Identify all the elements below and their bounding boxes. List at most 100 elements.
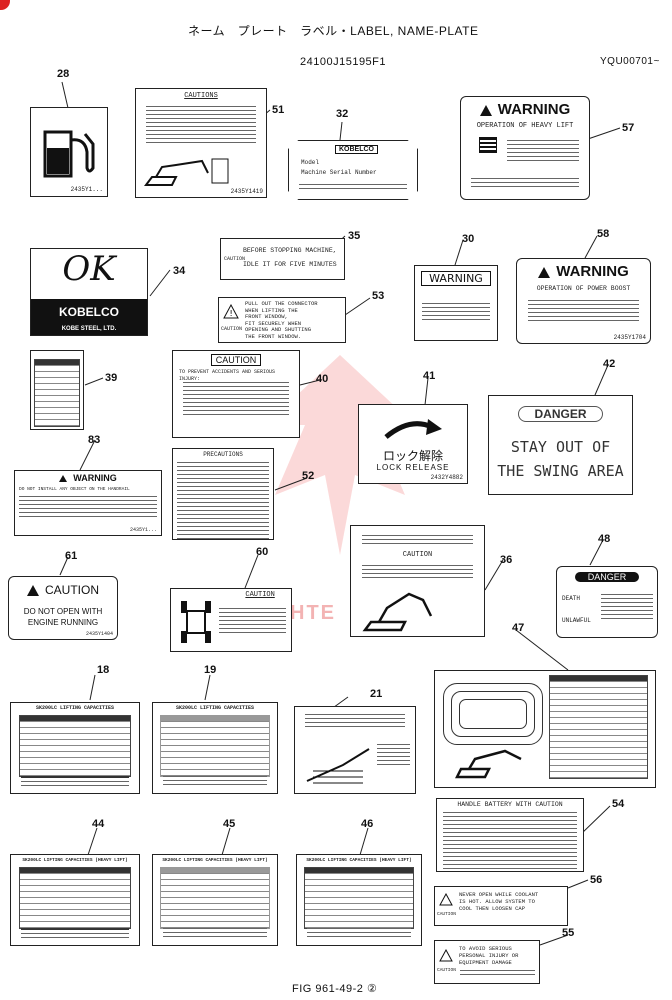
label-58-sub: OPERATION OF POWER BOOST bbox=[536, 285, 631, 292]
corner-tab bbox=[0, 0, 10, 10]
watermark-text: HTE bbox=[290, 602, 336, 624]
label-42-number: 42 bbox=[603, 358, 616, 370]
label-41-jp: ロック解除 bbox=[382, 449, 443, 463]
label-19-title: SK200LC LIFTING CAPACITIES bbox=[175, 705, 254, 711]
label-48-number: 48 bbox=[598, 533, 611, 545]
label-56-line3: COOL THEN LOOSEN CAP bbox=[459, 905, 526, 912]
label-54-number: 54 bbox=[612, 798, 625, 810]
label-46-number: 46 bbox=[361, 818, 374, 830]
label-34-brand: KOBELCO bbox=[59, 305, 119, 319]
label-53-line1: PULL OUT THE CONNECTOR bbox=[245, 300, 318, 307]
page-title: ネーム プレート ラベル・LABEL, NAME-PLATE bbox=[188, 24, 479, 38]
label-45-lifting-capacities: SK200LC LIFTING CAPACITIES (HEAVY LIFT) bbox=[152, 854, 278, 946]
label-18-title: SK200LC LIFTING CAPACITIES bbox=[35, 705, 114, 711]
label-35-line2: IDLE IT FOR FIVE MINUTES bbox=[243, 261, 337, 268]
label-44-title: SK200LC LIFTING CAPACITIES (HEAVY LIFT) bbox=[22, 858, 128, 863]
label-53-number: 53 bbox=[372, 290, 385, 302]
label-42-danger: DANGER STAY OUT OF THE SWING AREA bbox=[488, 395, 633, 495]
label-44-lifting-capacities: SK200LC LIFTING CAPACITIES (HEAVY LIFT) bbox=[10, 854, 140, 946]
label-18-lifting-capacities: SK200LC LIFTING CAPACITIES bbox=[10, 702, 140, 794]
label-34-number: 34 bbox=[173, 265, 186, 277]
fuel-pump-icon bbox=[43, 130, 95, 178]
label-41-code: 2432Y4882 bbox=[430, 474, 463, 481]
label-61-caution: CAUTION DO NOT OPEN WITH ENGINE RUNNING … bbox=[8, 576, 118, 640]
label-60-title: CAUTION bbox=[245, 591, 275, 599]
lifting-diagram-icon bbox=[306, 748, 370, 784]
label-57-title: WARNING bbox=[497, 101, 571, 118]
label-45-number: 45 bbox=[223, 818, 236, 830]
label-35-line1: BEFORE STOPPING MACHINE, bbox=[243, 247, 337, 254]
label-28-fuel: 2435Y1... bbox=[30, 107, 108, 197]
part-number: 24100J15195F1 bbox=[300, 56, 387, 68]
label-40-number: 40 bbox=[316, 373, 329, 385]
warning-icon bbox=[439, 893, 453, 906]
warning-icon bbox=[439, 949, 453, 962]
label-53-line3: FRONT WINDOW, bbox=[245, 313, 288, 320]
warning-icon bbox=[27, 585, 39, 597]
label-60-number: 60 bbox=[256, 546, 269, 558]
label-83-title: WARNING bbox=[73, 473, 117, 483]
label-39-number: 39 bbox=[105, 372, 118, 384]
label-32-field-serial: Machine Serial Number bbox=[301, 169, 377, 176]
serial-range: YQU00701~ bbox=[600, 56, 660, 67]
label-36-number: 36 bbox=[500, 554, 513, 566]
label-42-line1: STAY OUT OF bbox=[510, 438, 611, 456]
label-83-number: 83 bbox=[88, 434, 101, 446]
label-46-title: SK200LC LIFTING CAPACITIES (HEAVY LIFT) bbox=[306, 858, 412, 863]
label-45-title: SK200LC LIFTING CAPACITIES (HEAVY LIFT) bbox=[162, 858, 268, 863]
label-61-title: CAUTION bbox=[45, 583, 99, 597]
label-56-line1: NEVER OPEN WHILE COOLANT bbox=[459, 891, 539, 898]
excavator-icon bbox=[144, 158, 229, 186]
label-56-line2: IS HOT. ALLOW SYSTEM TO bbox=[459, 898, 535, 905]
label-52-precautions: PRECAUTIONS bbox=[172, 448, 274, 540]
label-18-number: 18 bbox=[97, 664, 110, 676]
label-61-code: 2435Y1404 bbox=[85, 631, 113, 637]
label-42-title: DANGER bbox=[517, 406, 604, 422]
label-57-number: 57 bbox=[622, 122, 635, 134]
label-47-number: 47 bbox=[512, 622, 525, 634]
label-53-caution: ! CAUTION PULL OUT THE CONNECTOR WHEN LI… bbox=[218, 297, 346, 343]
label-30-title: WARNING bbox=[421, 271, 491, 286]
label-51-cautions: CAUTIONS 2435Y1419 bbox=[135, 88, 267, 198]
label-39-chart bbox=[30, 350, 84, 430]
label-34-sub: KOBE STEEL, LTD. bbox=[61, 326, 117, 332]
label-41-en: LOCK RELEASE bbox=[376, 463, 450, 472]
label-48-line2: UNLAWFUL bbox=[562, 617, 591, 624]
label-83-line1: DO NOT INSTALL ANY OBJECT ON THE HANDRAI… bbox=[19, 487, 130, 492]
label-56-tag: CAUTION bbox=[437, 912, 456, 917]
label-35-caution: CAUTION BEFORE STOPPING MACHINE, IDLE IT… bbox=[220, 238, 345, 280]
warning-icon bbox=[59, 475, 68, 483]
label-32-brand: KOBELCO bbox=[335, 145, 378, 154]
label-46-lifting-capacities: SK200LC LIFTING CAPACITIES (HEAVY LIFT) bbox=[296, 854, 422, 946]
label-55-number: 55 bbox=[562, 927, 575, 939]
label-55-caution: CAUTION TO AVOID SERIOUS PERSONAL INJURY… bbox=[434, 940, 540, 984]
label-21-diagram bbox=[294, 706, 416, 794]
label-32-number: 32 bbox=[336, 108, 349, 120]
label-51-number: 51 bbox=[272, 104, 285, 116]
label-58-number: 58 bbox=[597, 228, 610, 240]
warning-icon bbox=[479, 104, 492, 116]
label-53-line2: WHEN LIFTING THE bbox=[245, 306, 298, 314]
label-48-line1: DEATH bbox=[562, 595, 581, 602]
svg-text:!: ! bbox=[230, 309, 233, 318]
label-41-lock-release: ロック解除 LOCK RELEASE 2432Y4882 bbox=[358, 404, 468, 484]
label-35-tag: CAUTION bbox=[224, 256, 246, 262]
machine-topview-icon bbox=[181, 601, 211, 643]
label-34-kobelco: OK KOBELCO KOBE STEEL, LTD. bbox=[30, 248, 148, 336]
label-52-title: PRECAUTIONS bbox=[203, 451, 243, 458]
label-44-number: 44 bbox=[92, 818, 105, 830]
label-42-line2: THE SWING AREA bbox=[497, 462, 624, 480]
label-53-line4: FIT SECURELY WHEN bbox=[245, 319, 302, 327]
book-icon bbox=[479, 137, 497, 153]
label-83-warning: WARNING DO NOT INSTALL ANY OBJECT ON THE… bbox=[14, 470, 162, 536]
label-21-number: 21 bbox=[370, 688, 383, 700]
label-30-warning: WARNING bbox=[414, 265, 498, 341]
warning-icon bbox=[538, 266, 551, 278]
label-55-line3: EQUIPMENT DAMAGE bbox=[459, 959, 512, 966]
label-32-nameplate: KOBELCO Model Machine Serial Number bbox=[288, 140, 418, 200]
label-40-caution: CAUTION TO PREVENT ACCIDENTS AND SERIOUS… bbox=[172, 350, 300, 438]
label-52-number: 52 bbox=[302, 470, 315, 482]
label-19-number: 19 bbox=[204, 664, 217, 676]
label-55-line1: TO AVOID SERIOUS bbox=[459, 945, 512, 952]
label-28-code: 2435Y1... bbox=[70, 186, 103, 193]
